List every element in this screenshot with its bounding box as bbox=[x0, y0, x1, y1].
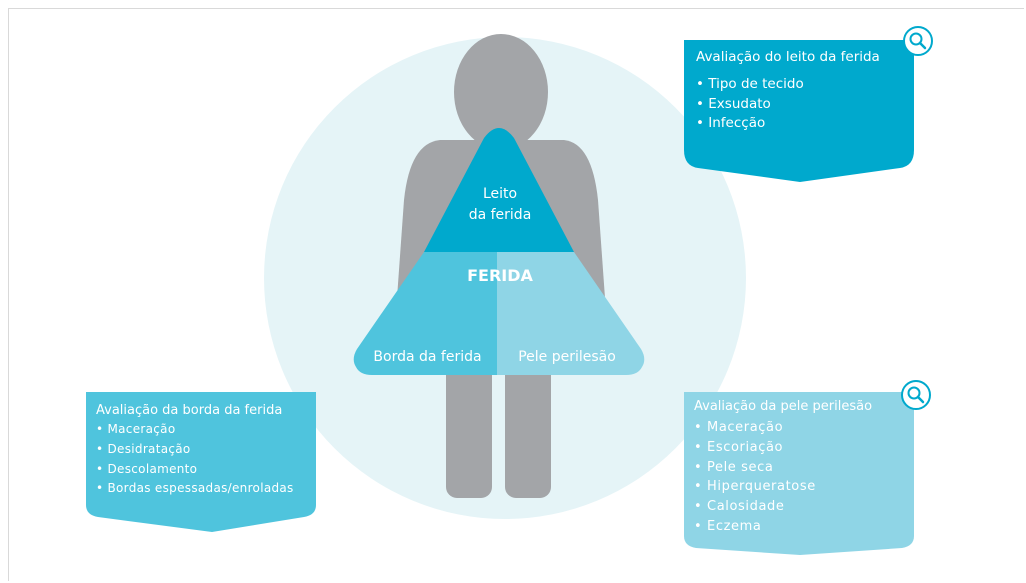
callout-title: Avaliação do leito da ferida bbox=[696, 49, 880, 65]
figure-frame bbox=[8, 8, 1024, 581]
list-item: Desidratação bbox=[96, 440, 294, 460]
wound-center-label: FERIDA bbox=[467, 266, 533, 285]
wound-triangle bbox=[353, 128, 645, 375]
callout-list: Maceração Desidratação Descolamento Bord… bbox=[96, 420, 294, 499]
magnifier-icon[interactable] bbox=[901, 380, 931, 410]
list-item: Bordas espessadas/enroladas bbox=[96, 479, 294, 499]
callout-title: Avaliação da borda da ferida bbox=[96, 403, 283, 418]
wound-bed-label-line2: da ferida bbox=[468, 207, 532, 223]
wound-bed-segment bbox=[424, 128, 574, 252]
periwound-label: Pele perilesão bbox=[518, 349, 616, 365]
list-item: Tipo de tecido bbox=[696, 75, 880, 95]
list-item: Maceração bbox=[694, 418, 872, 438]
list-item: Exsudato bbox=[696, 95, 880, 115]
callout-list: Tipo de tecido Exsudato Infecção bbox=[696, 75, 880, 134]
periwound-segment bbox=[497, 252, 645, 375]
list-item: Escoriação bbox=[694, 438, 872, 458]
periwound-callout: Avaliação da pele perilesão Maceração Es… bbox=[694, 399, 872, 537]
figure-head bbox=[454, 34, 548, 150]
list-item: Eczema bbox=[694, 517, 872, 537]
callout-title: Avaliação da pele perilesão bbox=[694, 399, 873, 414]
list-item: Hiperqueratose bbox=[694, 477, 872, 497]
wound-bed-label-line1: Leito bbox=[482, 186, 518, 202]
list-item: Pele seca bbox=[694, 458, 872, 478]
wound-edge-segment bbox=[353, 252, 497, 375]
callout-list: Maceração Escoriação Pele seca Hiperquer… bbox=[694, 418, 872, 537]
wound-edge-label: Borda da ferida bbox=[373, 349, 482, 365]
wound-bed-callout: Avaliação do leito da ferida Tipo de tec… bbox=[696, 49, 880, 134]
list-item: Infecção bbox=[696, 114, 880, 134]
list-item: Maceração bbox=[96, 420, 294, 440]
figure-right-leg bbox=[505, 360, 551, 498]
magnifier-icon[interactable] bbox=[903, 26, 933, 56]
wound-bed-label: Leito da ferida bbox=[455, 184, 545, 226]
figure-left-leg bbox=[446, 360, 492, 498]
wound-edge-callout: Avaliação da borda da ferida Maceração D… bbox=[96, 403, 294, 499]
list-item: Descolamento bbox=[96, 460, 294, 480]
list-item: Calosidade bbox=[694, 497, 872, 517]
